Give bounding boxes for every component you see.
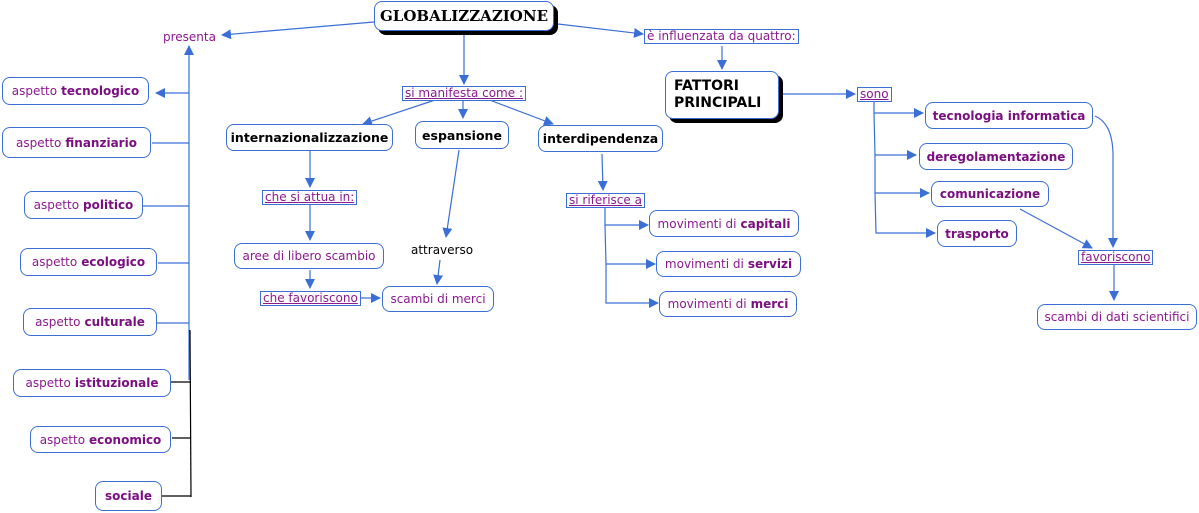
edge-attraverso-scambi <box>433 259 444 285</box>
movimenti-bold: merci <box>750 297 789 311</box>
aspetto-bold: finanziario <box>65 135 137 150</box>
aspetto-bold: economico <box>89 432 162 447</box>
edge-root-presenta <box>221 21 375 40</box>
aspetto-bold: politico <box>83 198 134 212</box>
edge-sono-dereg <box>873 112 917 160</box>
movimenti-prefix: movimenti di <box>657 216 737 231</box>
node-tecnologia-informatica[interactable]: tecnologia informatica <box>925 102 1093 129</box>
edge-espansione-attraverso <box>442 149 460 238</box>
link-favoriscono: favoriscono <box>1078 250 1154 265</box>
edge-manifesta-internaz <box>362 99 436 126</box>
edge-comunicazione-favoriscono <box>1019 208 1093 249</box>
edge-tecnologia-favoriscono <box>1094 115 1118 248</box>
link-riferisce: si riferisce a <box>566 193 645 208</box>
link-che-favoriscono: che favoriscono <box>260 291 361 306</box>
node-interdipendenza[interactable]: interdipendenza <box>538 125 663 152</box>
node-scambi-merci[interactable]: scambi di merci <box>382 286 494 312</box>
aspetto-prefix: aspetto <box>11 84 58 98</box>
edge-root-influenzata <box>557 23 644 38</box>
node-scambi-dati-scientifici[interactable]: scambi di dati scientifici <box>1037 304 1197 330</box>
node-deregolamentazione[interactable]: deregolamentazione <box>919 143 1073 170</box>
node-trasporto[interactable]: trasporto <box>937 220 1017 247</box>
aspetto-bold: istituzionale <box>74 376 159 390</box>
aspetto-prefix: aspetto <box>33 198 80 212</box>
node-fattori-principali[interactable]: FATTORI PRINCIPALI <box>665 71 779 119</box>
edge-riferisce-capitali <box>604 208 649 230</box>
movimenti-prefix: movimenti di <box>664 257 744 271</box>
aspetto-prefix: aspetto <box>35 315 81 329</box>
movimenti-prefix: movimenti di <box>667 297 747 311</box>
aspetto-bold: tecnologico <box>61 84 140 98</box>
edge-riferisce-servizi <box>604 224 656 269</box>
aspetto-bold: sociale <box>105 489 152 503</box>
aspetto-bold: culturale <box>84 315 145 329</box>
spine-lower <box>189 329 192 498</box>
node-internazionalizzazione[interactable]: internazionalizzazione <box>226 124 393 151</box>
node-aree-libero-scambio[interactable]: aree di libero scambio <box>234 243 384 269</box>
link-presenta: presenta <box>163 30 216 44</box>
link-manifesta: si manifesta come : <box>402 86 526 101</box>
movimenti-bold: servizi <box>747 257 793 271</box>
link-influenzata: è influenzata da quattro: <box>644 29 799 44</box>
link-attua: che si attua in: <box>262 190 358 205</box>
edge-interdip-riferisce <box>597 153 608 191</box>
aspetto-prefix: aspetto <box>25 376 71 390</box>
edge-sono-tecnologia <box>873 101 924 118</box>
node-sociale[interactable]: sociale <box>95 481 162 511</box>
aspetto-prefix: aspetto <box>31 255 78 269</box>
movimenti-bold: capitali <box>740 216 791 231</box>
edge-riferisce-merci <box>605 264 659 308</box>
aspetto-prefix: aspetto <box>39 432 86 447</box>
edge-sono-trasporto <box>874 192 936 238</box>
link-attraverso: attraverso <box>411 243 474 257</box>
edge-manifesta-interdip <box>486 98 554 126</box>
root-node-globalizzazione[interactable]: GLOBALIZZAZIONE <box>374 1 554 31</box>
node-comunicazione[interactable]: comunicazione <box>931 181 1049 207</box>
aspetto-prefix: aspetto <box>16 135 62 150</box>
node-espansione[interactable]: espansione <box>415 121 509 149</box>
link-sono: sono <box>857 87 892 102</box>
aspetto-bold: ecologico <box>81 255 146 269</box>
